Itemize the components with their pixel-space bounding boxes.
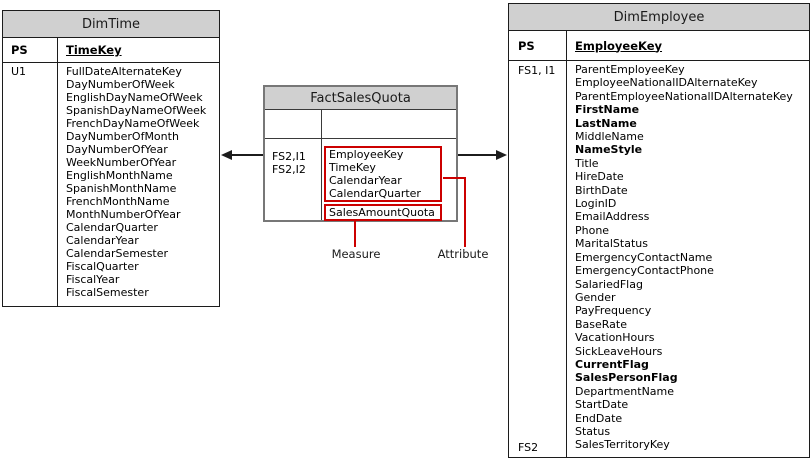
factsalesquota-empty-marker-cell bbox=[265, 110, 322, 138]
factsalesquota-key-row-empty bbox=[265, 110, 456, 139]
field-row: StartDate bbox=[575, 398, 629, 412]
attribute-connector-line-h bbox=[443, 177, 466, 179]
field-row: FrenchDayNameOfWeek bbox=[66, 117, 200, 130]
field-row: FiscalSemester bbox=[66, 286, 149, 299]
arrow-fact-to-dimemployee bbox=[458, 150, 507, 160]
dimtime-pk-marker: PS bbox=[3, 38, 58, 62]
dimemployee-fk-marker-top: FS1, I1 bbox=[518, 64, 556, 77]
field-row: BirthDate bbox=[575, 183, 628, 197]
field-row: CalendarSemester bbox=[66, 247, 169, 260]
field-row: Title bbox=[575, 156, 599, 170]
dimemployee-key-row: PS EmployeeKey bbox=[509, 31, 809, 61]
field-row: TimeKey bbox=[329, 161, 376, 174]
field-row: FiscalYear bbox=[66, 273, 120, 286]
field-row: MonthNumberOfYear bbox=[66, 208, 181, 221]
field-row: EmployeeNationalIDAlternateKey bbox=[575, 76, 758, 90]
field-row: CalendarYear bbox=[66, 234, 139, 247]
field-row: EmailAddress bbox=[575, 210, 650, 224]
dimemployee-pk-marker: PS bbox=[509, 31, 567, 60]
field-row: Phone bbox=[575, 223, 610, 237]
field-row: DayNumberOfYear bbox=[66, 143, 168, 156]
field-row: NameStyle bbox=[575, 143, 643, 157]
field-row: EmergencyContactPhone bbox=[575, 264, 714, 278]
field-row: WeekNumberOfYear bbox=[66, 156, 177, 169]
dimemployee-fk-markers: FS1, I1 FS2 bbox=[509, 61, 567, 457]
field-row: PayFrequency bbox=[575, 304, 652, 318]
field-row: MaritalStatus bbox=[575, 237, 648, 251]
field-row: LoginID bbox=[575, 197, 617, 211]
arrowhead-left-icon bbox=[221, 150, 232, 160]
field-row: EmergencyContactName bbox=[575, 250, 713, 264]
dimtime-title: DimTime bbox=[3, 11, 219, 38]
field-row: VacationHours bbox=[575, 331, 655, 345]
measure-connector-line bbox=[354, 220, 356, 247]
field-row: ParentEmployeeNationalIDAlternateKey bbox=[575, 89, 793, 103]
field-row: SalesPersonFlag bbox=[575, 371, 678, 385]
field-row: CalendarYear bbox=[329, 174, 402, 187]
arrow-fact-to-dimtime bbox=[221, 150, 263, 160]
dimtime-unique-marker: U1 bbox=[3, 63, 58, 306]
field-row: Gender bbox=[575, 290, 616, 304]
measure-label: Measure bbox=[331, 247, 381, 261]
field-row: LastName bbox=[575, 116, 637, 130]
field-row: Status bbox=[575, 424, 611, 438]
field-row: EmployeeKey bbox=[329, 148, 404, 161]
measure-highlight-box: SalesAmountQuota bbox=[324, 204, 442, 221]
field-row: BaseRate bbox=[575, 317, 628, 331]
table-dimemployee: DimEmployee PS EmployeeKey FS1, I1 FS2 P… bbox=[508, 3, 810, 458]
field-row: DayNumberOfWeek bbox=[66, 78, 175, 91]
arrowhead-right-icon bbox=[496, 150, 507, 160]
field-row: FirstName bbox=[575, 103, 640, 117]
field-row: SickLeaveHours bbox=[575, 344, 663, 358]
dimemployee-pk-field: EmployeeKey bbox=[575, 38, 663, 53]
attribute-label: Attribute bbox=[437, 247, 489, 261]
field-row: EnglishMonthName bbox=[66, 169, 173, 182]
field-row: CalendarQuarter bbox=[66, 221, 158, 234]
dimtime-key-row: PS TimeKey bbox=[3, 38, 219, 63]
field-row: FS2,I2 bbox=[272, 163, 306, 176]
table-dimtime: DimTime PS TimeKey U1 FullDateAlternateK… bbox=[2, 10, 220, 307]
field-row: FS2,I1 bbox=[272, 150, 306, 163]
field-row: EndDate bbox=[575, 411, 623, 425]
field-row: FiscalQuarter bbox=[66, 260, 139, 273]
field-row: SpanishMonthName bbox=[66, 182, 177, 195]
dimemployee-fk-marker-bottom: FS2 bbox=[518, 441, 539, 454]
factsalesquota-empty-key-cell bbox=[322, 110, 456, 138]
field-row: DayNumberOfMonth bbox=[66, 130, 179, 143]
field-row: HireDate bbox=[575, 170, 624, 184]
attribute-connector-line-v bbox=[464, 177, 466, 247]
field-row: SalariedFlag bbox=[575, 277, 643, 291]
dimtime-pk-field: TimeKey bbox=[66, 43, 122, 57]
field-row: SpanishDayNameOfWeek bbox=[66, 104, 207, 117]
field-row: FullDateAlternateKey bbox=[66, 65, 182, 78]
field-row: EnglishDayNameOfWeek bbox=[66, 91, 203, 104]
field-row: SalesTerritoryKey bbox=[575, 438, 670, 452]
field-row: ParentEmployeeKey bbox=[575, 63, 685, 76]
factsalesquota-title: FactSalesQuota bbox=[265, 87, 456, 110]
dimemployee-title: DimEmployee bbox=[509, 4, 809, 31]
field-row: MiddleName bbox=[575, 130, 644, 144]
field-row: CalendarQuarter bbox=[329, 187, 421, 200]
field-row: DepartmentName bbox=[575, 384, 675, 398]
field-row: FrenchMonthName bbox=[66, 195, 170, 208]
field-row: CurrentFlag bbox=[575, 357, 649, 371]
